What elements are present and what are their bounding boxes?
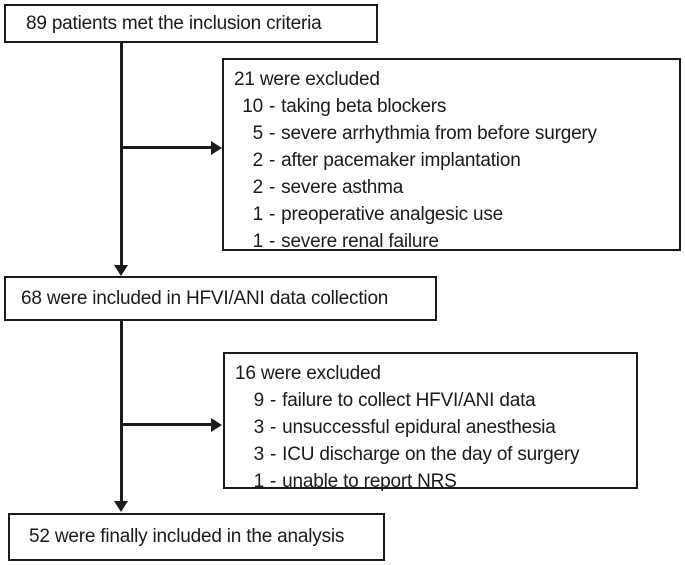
exclusion-item-count: 10 [242, 96, 263, 117]
arrow-line-inclusion-to-collection [120, 42, 123, 266]
box-data-collection-text: 68 were included in HFVI/ANI data collec… [21, 287, 389, 309]
exclusion-item-count: 5 [252, 123, 264, 144]
exclusion-item-separator: - [270, 417, 277, 438]
box-data-collection: 68 were included in HFVI/ANI data collec… [4, 276, 437, 321]
exclusion-1-item: 1-preoperative analgesic use [234, 201, 669, 228]
box-exclusion-1: 21 were excluded 10-taking beta blockers… [222, 58, 681, 252]
exclusion-1-item: 2-after pacemaker implantation [234, 147, 669, 174]
box-inclusion-criteria: 89 patients met the inclusion criteria [4, 4, 378, 43]
exclusion-1-title: 21 were excluded [234, 69, 380, 90]
arrow-line-collection-to-analysis [120, 320, 123, 502]
exclusion-item-reason: preoperative analgesic use [281, 204, 504, 225]
exclusion-item-count: 2 [252, 150, 264, 171]
exclusion-item-reason: taking beta blockers [281, 96, 447, 117]
exclusion-item-reason: unsuccessful epidural anesthesia [282, 417, 556, 438]
exclusion-item-separator: - [269, 204, 276, 225]
box-final-analysis-text: 52 were finally included in the analysis [29, 526, 345, 547]
exclusion-item-count: 1 [252, 204, 264, 225]
exclusion-item-count: 1 [253, 471, 265, 492]
exclusion-item-separator: - [269, 96, 276, 117]
exclusion-item-separator: - [269, 177, 276, 198]
exclusion-item-count: 3 [253, 444, 265, 465]
box-exclusion-2: 16 were excluded 9-failure to collect HF… [223, 352, 638, 492]
exclusion-item-count: 1 [252, 231, 264, 252]
exclusion-item-reason: unable to report NRS [282, 471, 457, 492]
box-final-analysis: 52 were finally included in the analysis [8, 513, 385, 561]
arrowhead-right-to-exclusion-1 [211, 141, 222, 155]
exclusion-item-separator: - [269, 150, 276, 171]
exclusion-item-separator: - [270, 390, 277, 411]
exclusion-item-separator: - [270, 444, 277, 465]
arrow-line-branch-exclusion-1 [120, 146, 212, 149]
exclusion-item-reason: failure to collect HFVI/ANI data [282, 390, 536, 411]
exclusion-item-separator: - [269, 123, 276, 144]
arrowhead-down-to-analysis [114, 501, 128, 512]
exclusion-1-item: 1-severe renal failure [234, 228, 669, 255]
arrow-line-branch-exclusion-2 [120, 423, 212, 426]
exclusion-item-separator: - [269, 231, 276, 252]
exclusion-item-separator: - [270, 471, 277, 492]
exclusion-2-item: 9-failure to collect HFVI/ANI data [235, 387, 626, 414]
exclusion-item-reason: severe arrhythmia from before surgery [281, 123, 597, 144]
exclusion-1-item: 5-severe arrhythmia from before surgery [234, 120, 669, 147]
exclusion-item-count: 3 [253, 417, 265, 438]
arrowhead-right-to-exclusion-2 [211, 418, 222, 432]
exclusion-item-reason: after pacemaker implantation [281, 150, 521, 171]
arrowhead-down-to-collection [114, 265, 128, 276]
exclusion-2-item: 3-unsuccessful epidural anesthesia [235, 414, 626, 441]
exclusion-item-count: 2 [252, 177, 264, 198]
exclusion-2-title: 16 were excluded [235, 363, 381, 384]
exclusion-item-reason: severe renal failure [281, 231, 439, 252]
exclusion-2-item: 3-ICU discharge on the day of surgery [235, 441, 626, 468]
exclusion-1-item: 2-severe asthma [234, 174, 669, 201]
exclusion-item-count: 9 [253, 390, 265, 411]
exclusion-1-item: 10-taking beta blockers [234, 93, 669, 120]
exclusion-2-item: 1-unable to report NRS [235, 468, 626, 495]
exclusion-item-reason: severe asthma [281, 177, 404, 198]
exclusion-item-reason: ICU discharge on the day of surgery [282, 444, 580, 465]
box-inclusion-criteria-text: 89 patients met the inclusion criteria [26, 12, 322, 34]
